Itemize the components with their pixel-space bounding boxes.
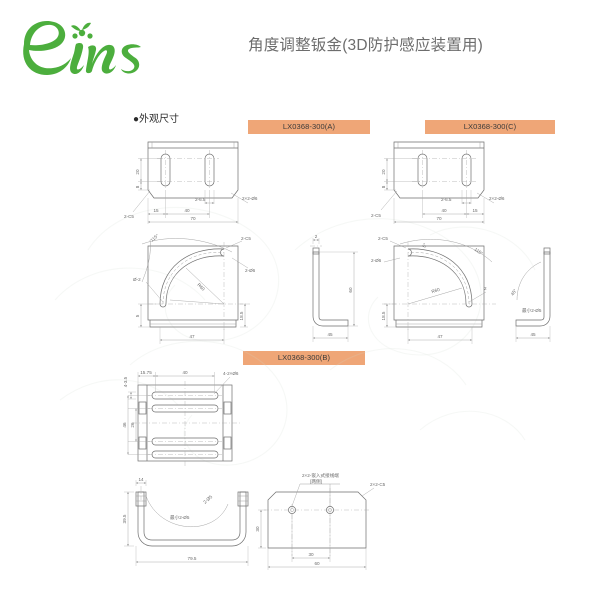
- svg-text:2-Ø5: 2-Ø5: [202, 494, 213, 505]
- svg-text:30: 30: [308, 552, 314, 557]
- drawing-a-side-view: 2 60 45: [310, 234, 358, 342]
- svg-text:2-6.5: 2-6.5: [441, 197, 452, 202]
- page-header: 角度调整钣金(3D防护感应装置用): [0, 0, 600, 105]
- svg-text:最小2-Ø5: 最小2-Ø5: [170, 514, 190, 521]
- svg-text:2: 2: [484, 286, 487, 291]
- svg-text:2: 2: [315, 234, 318, 239]
- svg-text:14: 14: [138, 477, 144, 482]
- svg-text:最小2-Ø5: 最小2-Ø5: [522, 307, 542, 314]
- svg-text:2-C5: 2-C5: [371, 213, 381, 218]
- drawing-b-front-view: 2-Ø5 最小2-Ø5 14 39.5 79.5: [122, 477, 249, 566]
- svg-text:45°: 45°: [510, 288, 518, 297]
- svg-text:18.5: 18.5: [239, 311, 244, 320]
- section-label: ●外观尺寸: [133, 114, 180, 125]
- svg-text:15: 15: [472, 208, 478, 213]
- svg-text:4-2×Ø6: 4-2×Ø6: [223, 371, 239, 376]
- svg-text:40: 40: [184, 208, 190, 213]
- svg-text:Ø-2: Ø-2: [133, 277, 141, 282]
- svg-text:8: 8: [381, 185, 386, 188]
- svg-text:2×2-Ø6: 2×2-Ø6: [489, 196, 505, 201]
- svg-text:2×2-嵌入式接线端: 2×2-嵌入式接线端: [302, 472, 339, 479]
- svg-text:8: 8: [135, 185, 140, 188]
- svg-text:[两侧]: [两侧]: [310, 478, 322, 485]
- svg-text:70: 70: [436, 216, 442, 221]
- svg-text:26: 26: [130, 422, 135, 428]
- svg-text:2-C5: 2-C5: [124, 214, 134, 219]
- svg-text:20: 20: [381, 169, 386, 175]
- svg-text:40: 40: [182, 370, 188, 375]
- svg-text:2-C5: 2-C5: [241, 236, 251, 241]
- part-tag-c: LX0368-300(C): [425, 120, 555, 134]
- svg-text:60: 60: [348, 287, 353, 293]
- drawing-b-side-view: 2×2-嵌入式接线端 [两侧] 2×2-C5 30 30 60: [255, 472, 386, 570]
- svg-text:5: 5: [135, 314, 140, 317]
- svg-text:15: 15: [153, 208, 159, 213]
- page-title: 角度调整钣金(3D防护感应装置用): [248, 37, 484, 54]
- svg-text:45: 45: [327, 332, 333, 337]
- svg-text:60: 60: [314, 561, 320, 566]
- svg-text:R60: R60: [196, 282, 206, 292]
- svg-text:2-Ø6: 2-Ø6: [245, 268, 256, 273]
- svg-text:45: 45: [530, 332, 536, 337]
- watermark: [54, 206, 536, 466]
- drawing-c-front-view: R60 115° 2-C5 2-Ø6 2 5° 18.5 47: [371, 236, 496, 344]
- part-tag-b: LX0368-300(B): [243, 351, 365, 365]
- svg-text:47: 47: [189, 334, 195, 339]
- svg-text:40: 40: [441, 208, 447, 213]
- svg-text:115°: 115°: [473, 247, 484, 256]
- svg-text:47: 47: [437, 334, 443, 339]
- svg-text:2×2-Ø6: 2×2-Ø6: [242, 196, 258, 201]
- drawing-a-front-view: R60 115° 2-C5 2-Ø6 Ø-2 5 18.5 47: [133, 233, 256, 344]
- eins-logo: [14, 14, 164, 84]
- svg-text:18.5: 18.5: [381, 311, 386, 320]
- svg-text:15.75: 15.75: [140, 370, 152, 375]
- svg-text:79.5: 79.5: [188, 556, 197, 561]
- svg-text:R60: R60: [431, 287, 441, 294]
- svg-text:30: 30: [255, 526, 260, 532]
- svg-text:2-C5: 2-C5: [378, 236, 388, 241]
- svg-text:20: 20: [135, 169, 140, 175]
- drawing-a-top-view: 20 8 2-C5 2×2-Ø6 2-6.5 15 40 70: [124, 141, 258, 224]
- drawing-c-top-view: 20 8 2-C5 2×2-Ø6 2-6.5 40 15 70: [371, 141, 505, 224]
- part-tag-a: LX0368-300(A): [248, 120, 370, 134]
- drawing-b-top-view: 15.75 40 4-2×Ø6 4-3.5 26 46: [122, 370, 240, 466]
- svg-text:5°: 5°: [421, 242, 427, 248]
- svg-text:2×2-C5: 2×2-C5: [370, 482, 386, 487]
- svg-text:46: 46: [122, 422, 127, 428]
- svg-text:2-Ø6: 2-Ø6: [371, 258, 382, 263]
- svg-text:115°: 115°: [149, 233, 159, 243]
- svg-text:4-3.5: 4-3.5: [123, 376, 128, 387]
- svg-text:39.5: 39.5: [122, 514, 127, 523]
- svg-text:2-6.5: 2-6.5: [195, 197, 206, 202]
- drawing-c-side-view: 45° 最小2-Ø5 45: [510, 247, 551, 342]
- svg-text:70: 70: [190, 216, 196, 221]
